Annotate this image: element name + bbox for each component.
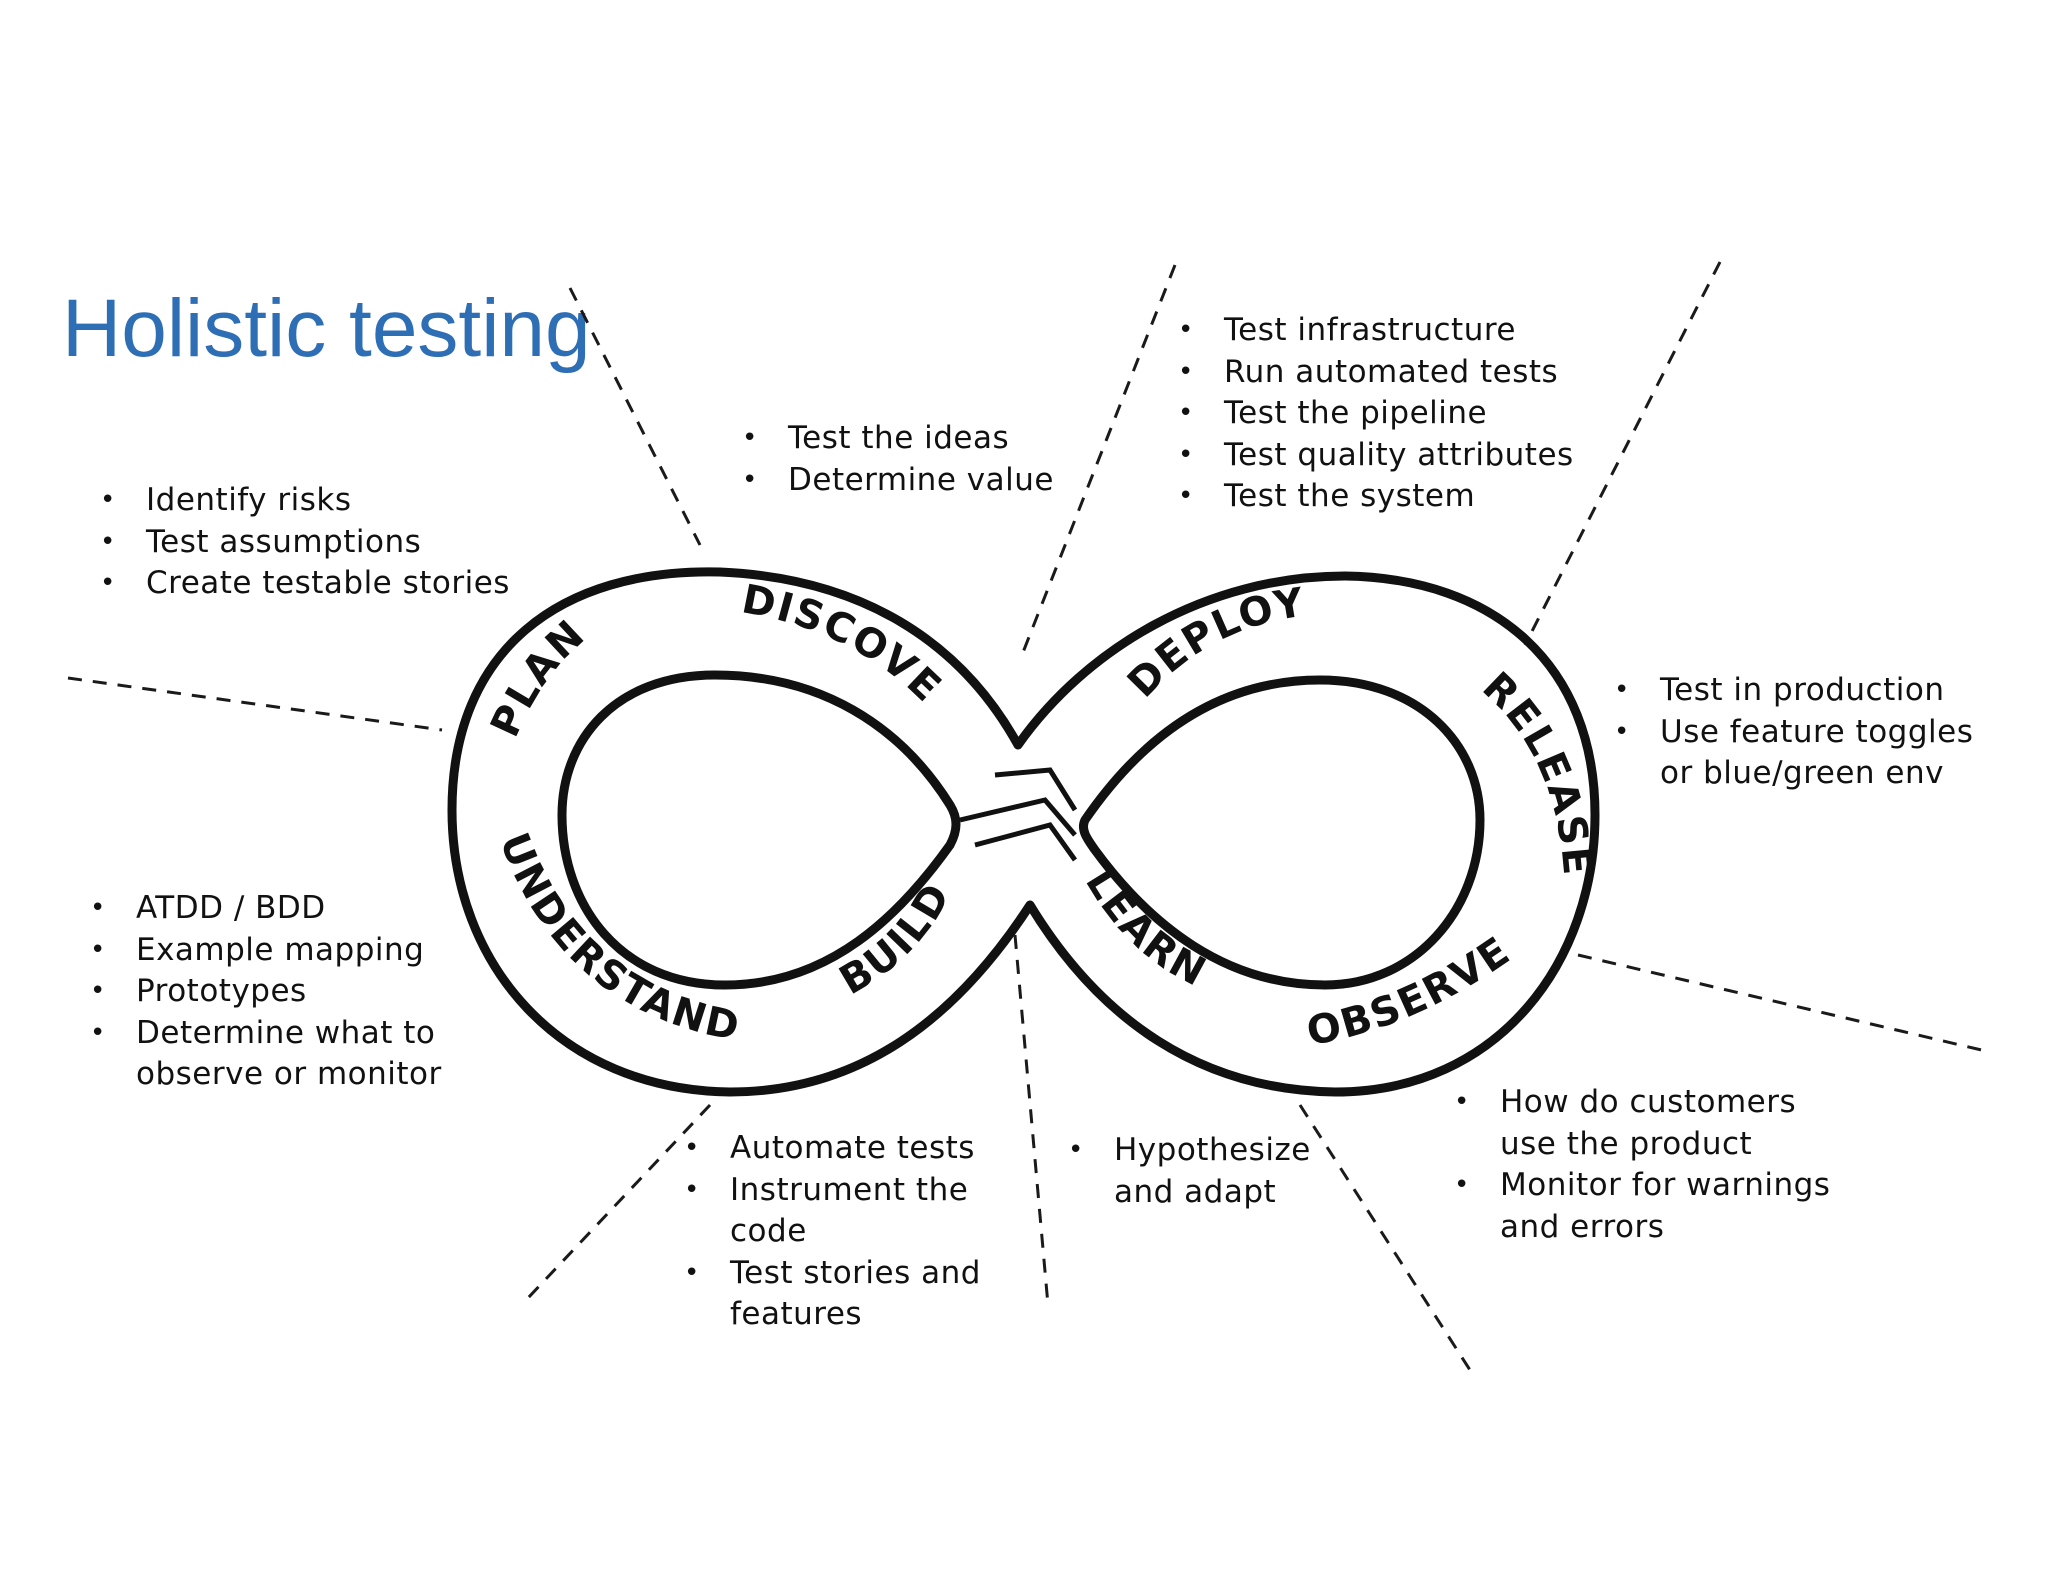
list-item: or blue/green env [1660, 755, 1944, 791]
notes-observe: How do customers use the product Monitor… [1450, 1082, 1830, 1248]
crossover-chevrons [959, 767, 1078, 862]
list-item: Use feature toggles [1610, 712, 1973, 754]
list-item: and adapt [1114, 1173, 1277, 1210]
stage-label-plan: PLAN [482, 611, 594, 744]
notes-release: Test in production Use feature toggles o… [1610, 670, 1973, 795]
divider-understand-plan [67, 676, 443, 732]
list-item: Determine value [738, 460, 1054, 502]
inner-left-outline [557, 670, 961, 990]
list-item: Instrument the [680, 1170, 981, 1212]
stage-label-build: BUILD [832, 875, 960, 1004]
list-item: How do customers [1450, 1082, 1830, 1124]
list-item: Test the pipeline [1174, 393, 1574, 435]
list-item: Test in production [1610, 670, 1973, 712]
divider-observe-learn [1298, 1104, 1472, 1371]
list-item: Hypothesize [1064, 1130, 1311, 1172]
page-title: Holistic testing [62, 283, 591, 374]
outer-outline [447, 567, 1600, 1097]
list-item: and errors [1500, 1208, 1665, 1245]
stage-label-release: RELEASE [1474, 664, 1601, 879]
list-item: Identify risks [96, 480, 510, 522]
notes-understand: ATDD / BDD Example mapping Prototypes De… [86, 888, 442, 1096]
stage-label-discover: DISCOVER [0, 0, 951, 712]
list-item: Test infrastructure [1174, 310, 1574, 352]
stage-label-understand: UNDERSTAND [490, 827, 744, 1051]
notes-deploy: Test infrastructure Run automated tests … [1174, 310, 1574, 518]
list-item: Test the system [1174, 476, 1574, 518]
list-item: code [730, 1213, 807, 1249]
stage-label-observe: OBSERVE [1303, 928, 1519, 1055]
list-item: features [730, 1296, 863, 1332]
list-item: observe or monitor [136, 1056, 442, 1092]
divider-release-observe [1577, 953, 1991, 1054]
divider-build-understand [526, 1103, 712, 1300]
notes-build: Automate tests Instrument the code Test … [680, 1128, 981, 1336]
list-item: Example mapping [86, 930, 442, 972]
list-item: Test the ideas [738, 418, 1054, 460]
list-item: Test quality attributes [1174, 435, 1574, 477]
notes-plan: Identify risks Test assumptions Create t… [96, 480, 510, 605]
divider-learn-build [1013, 934, 1050, 1306]
list-item: Automate tests [680, 1128, 981, 1170]
notes-learn: Hypothesize and adapt [1064, 1130, 1311, 1213]
list-item: Determine what to [86, 1013, 442, 1055]
list-item: ATDD / BDD [86, 888, 442, 930]
divider-deploy-release [1523, 261, 1722, 646]
list-item: Run automated tests [1174, 352, 1574, 394]
infinity-band [447, 567, 1600, 1097]
inner-right-outline [1078, 675, 1485, 990]
list-item: Create testable stories [96, 563, 510, 605]
divider-discover-deploy [1018, 264, 1177, 661]
section-dividers [67, 261, 1991, 1371]
notes-discover: Test the ideas Determine value [738, 418, 1054, 501]
divider-plan-discover [568, 287, 702, 546]
stage-label-learn: LEARN [1076, 861, 1214, 996]
list-item: Prototypes [86, 971, 442, 1013]
list-item: use the product [1500, 1125, 1753, 1162]
list-item: Test stories and [680, 1253, 981, 1295]
list-item: Monitor for warnings [1450, 1165, 1830, 1207]
list-item: Test assumptions [96, 522, 510, 564]
